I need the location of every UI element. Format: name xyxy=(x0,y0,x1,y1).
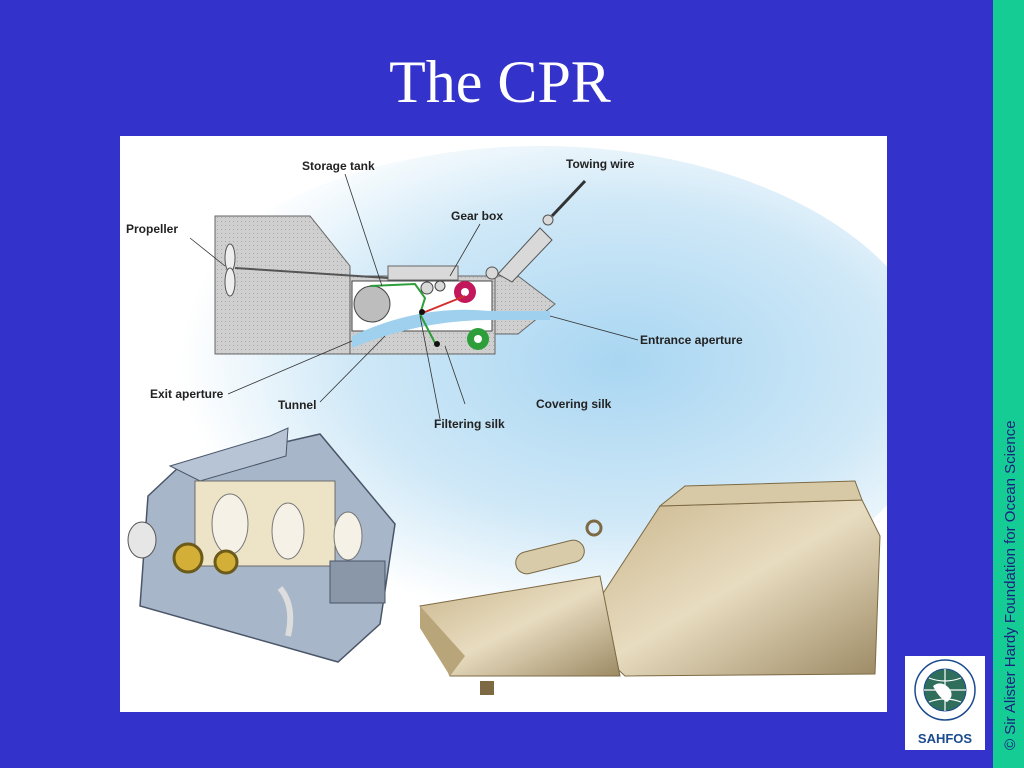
copyright-notice: © Sir Alister Hardy Foundation for Ocean… xyxy=(994,382,1024,752)
logo-wordmark: SAHFOS xyxy=(917,731,973,746)
cpr-schematic xyxy=(214,179,587,355)
side-strip xyxy=(993,0,1024,768)
cpr-photograph xyxy=(419,480,881,695)
slide-title: The CPR xyxy=(389,49,611,115)
label-tunnel: Tunnel xyxy=(278,398,316,412)
sahfos-logo: SAHFOS xyxy=(905,656,985,750)
label-propeller: Propeller xyxy=(126,222,178,236)
cpr-cutaway-illustration xyxy=(127,427,396,663)
label-gear-box: Gear box xyxy=(451,209,503,223)
label-covering-silk: Covering silk xyxy=(536,397,612,411)
copyright-text: © Sir Alister Hardy Foundation for Ocean… xyxy=(1002,420,1019,750)
label-storage-tank: Storage tank xyxy=(302,159,375,173)
label-entrance-aperture: Entrance aperture xyxy=(640,333,743,347)
label-towing-wire: Towing wire xyxy=(566,157,635,171)
leader-lines xyxy=(189,173,639,420)
label-exit-aperture: Exit aperture xyxy=(150,387,224,401)
cpr-diagram-figure: Storage tank Towing wire Propeller Gear … xyxy=(120,136,887,712)
label-filtering-silk: Filtering silk xyxy=(434,417,505,431)
